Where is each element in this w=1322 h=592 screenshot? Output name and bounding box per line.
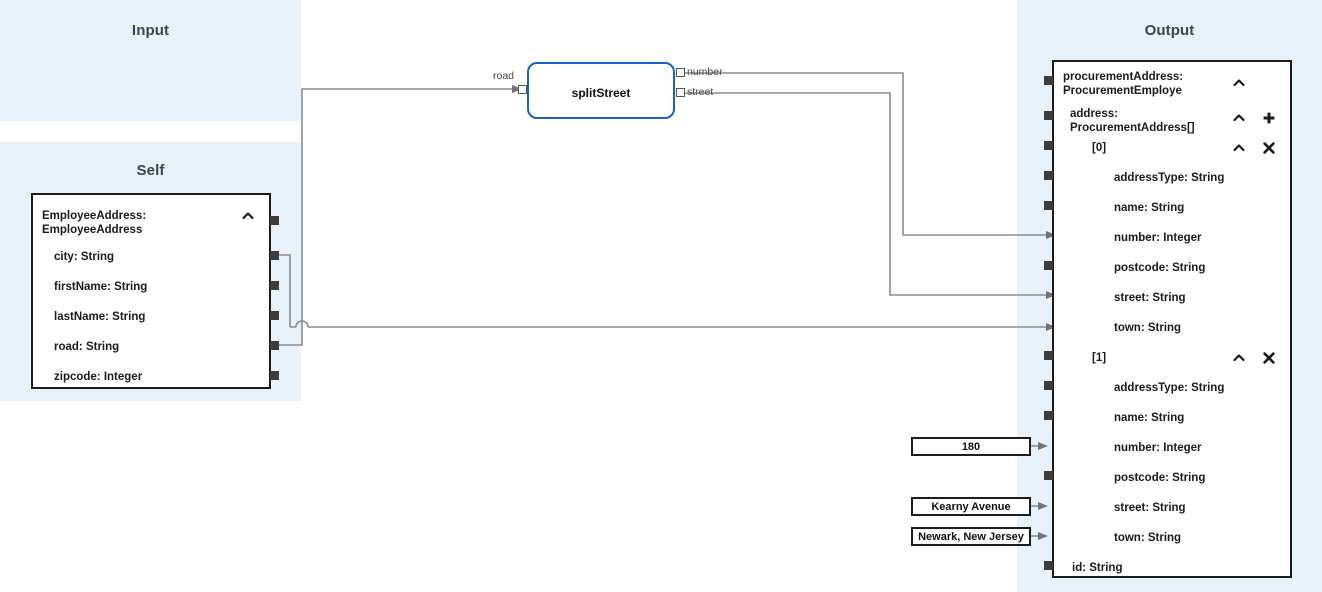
output-port-postcode-1[interactable] [1044,471,1053,480]
chevron-up-icon[interactable] [1232,111,1246,125]
output-row-postcode-1: postcode: String [1114,472,1206,484]
fn-input-port-road[interactable] [518,85,527,94]
output-panel-title: Output [1144,22,1195,39]
output-node-title: procurementAddress: ProcurementEmploye [1063,71,1184,97]
output-port-postcode-0[interactable] [1044,261,1053,270]
output-port-addresstype-1[interactable] [1044,381,1053,390]
output-row-name-0: name: String [1114,202,1185,214]
chevron-up-icon[interactable] [241,209,255,223]
output-port-index-0[interactable] [1044,141,1053,150]
self-field-city: city: String [54,251,115,263]
output-row-addresstype-1: addressType: String [1114,382,1225,394]
fn-output-label-street: street [687,86,714,98]
self-field-zipcode: zipcode: Integer [54,371,143,383]
output-row-id: id: String [1072,562,1123,574]
self-field-firstname: firstName: String [54,281,148,293]
output-node[interactable]: procurementAddress: ProcurementEmploye a… [1052,60,1292,578]
constant-box-town[interactable]: Newark, New Jersey [911,527,1031,546]
fn-output-port-street[interactable] [676,88,685,97]
output-row-street-1: street: String [1114,502,1186,514]
constant-box-street[interactable]: Kearny Avenue [911,497,1031,516]
function-node-label: splitStreet [571,86,631,100]
self-node[interactable]: EmployeeAddress: EmployeeAddress city: S… [31,193,271,389]
function-node-splitstreet[interactable]: splitStreet [527,62,675,119]
self-port-zipcode[interactable] [270,371,279,380]
output-row-address: address: ProcurementAddress[] [1070,108,1195,134]
wire-road-to-splitstreet [278,88,512,346]
self-port-city[interactable] [270,251,279,260]
close-icon[interactable] [1262,141,1276,155]
output-row-postcode-0: postcode: String [1114,262,1206,274]
output-port-address[interactable] [1044,111,1053,120]
input-panel [0,0,301,121]
wire-number-out [680,72,1046,236]
fn-output-label-number: number [687,66,723,78]
close-icon[interactable] [1262,351,1276,365]
output-port-root[interactable] [1044,76,1053,85]
output-row-number-0: number: Integer [1114,232,1202,244]
output-row-street-0: street: String [1114,292,1186,304]
output-row-town-1: town: String [1114,532,1182,544]
self-panel-title: Self [136,162,165,179]
wire-street-out [680,92,1046,296]
plus-icon[interactable] [1262,111,1276,125]
self-port-road[interactable] [270,341,279,350]
self-port-lastname[interactable] [270,311,279,320]
output-port-addresstype-0[interactable] [1044,171,1053,180]
output-row-addresstype-0: addressType: String [1114,172,1225,184]
chevron-up-icon[interactable] [1232,351,1246,365]
output-port-name-0[interactable] [1044,201,1053,210]
output-port-name-1[interactable] [1044,411,1053,420]
output-row-number-1: number: Integer [1114,442,1202,454]
fn-input-label-road: road [493,70,515,82]
chevron-up-icon[interactable] [1232,76,1246,90]
output-row-name-1: name: String [1114,412,1185,424]
output-port-index-1[interactable] [1044,351,1053,360]
self-field-road: road: String [54,341,120,353]
self-port-firstname[interactable] [270,281,279,290]
output-row-index-0: [0] [1092,142,1107,154]
input-panel-title: Input [131,22,170,39]
output-port-id[interactable] [1044,561,1053,570]
output-row-town-0: town: String [1114,322,1182,334]
self-field-lastname: lastName: String [54,311,146,323]
output-row-index-1: [1] [1092,352,1107,364]
constant-box-number[interactable]: 180 [911,437,1031,456]
chevron-up-icon[interactable] [1232,141,1246,155]
self-node-title: EmployeeAddress: EmployeeAddress [42,210,147,236]
self-port-root[interactable] [270,216,279,225]
fn-output-port-number[interactable] [676,68,685,77]
